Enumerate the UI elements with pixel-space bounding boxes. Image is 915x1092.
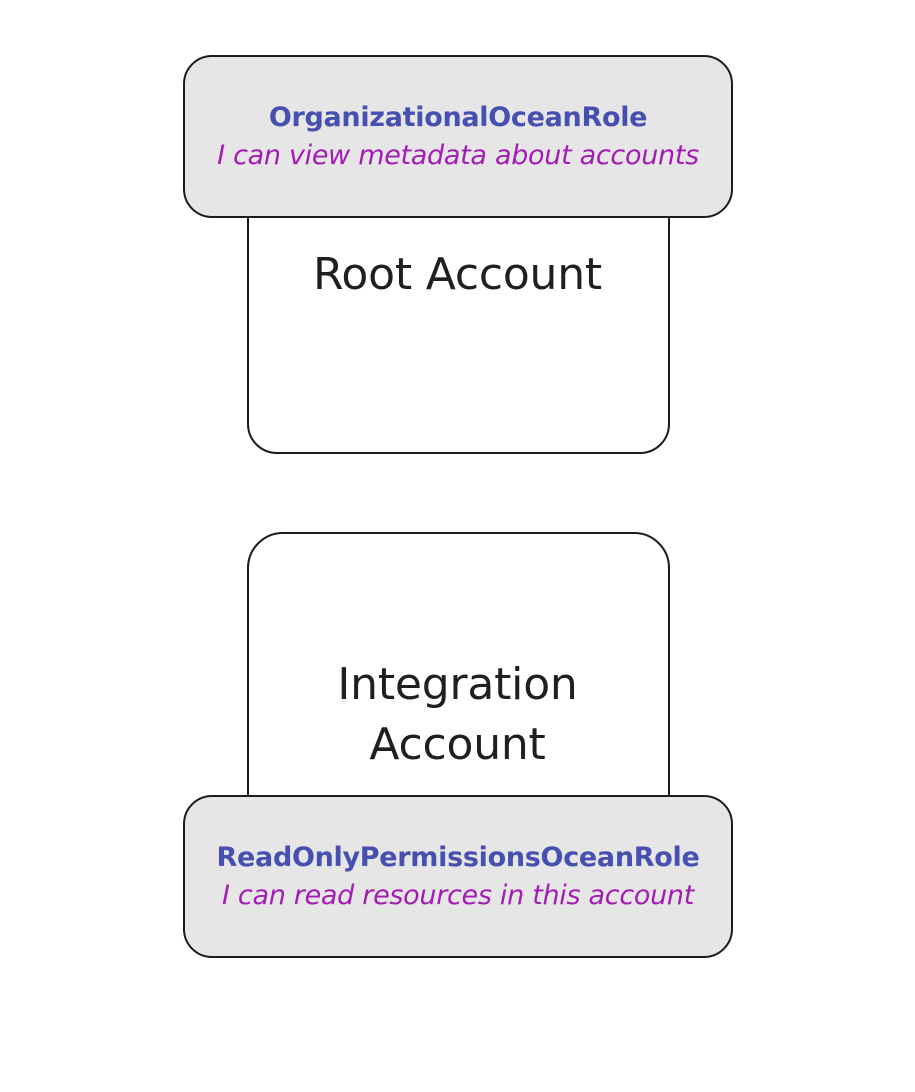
organizational-ocean-role-name: OrganizationalOceanRole <box>268 101 648 133</box>
root-account-label: Root Account <box>313 249 602 300</box>
integration-account-label: Integration Account <box>0 655 915 775</box>
readonly-permissions-ocean-role-box[interactable]: ReadOnlyPermissionsOceanRole I can read … <box>183 795 733 958</box>
integration-account-label-line1: Integration <box>337 659 578 710</box>
readonly-permissions-ocean-role-description: I can read resources in this account <box>221 879 695 911</box>
organizational-ocean-role-description: I can view metadata about accounts <box>217 139 699 171</box>
organizational-ocean-role-box[interactable]: OrganizationalOceanRole I can view metad… <box>183 55 733 218</box>
integration-account-label-line2: Account <box>369 719 546 770</box>
readonly-permissions-ocean-role-name: ReadOnlyPermissionsOceanRole <box>216 841 700 873</box>
